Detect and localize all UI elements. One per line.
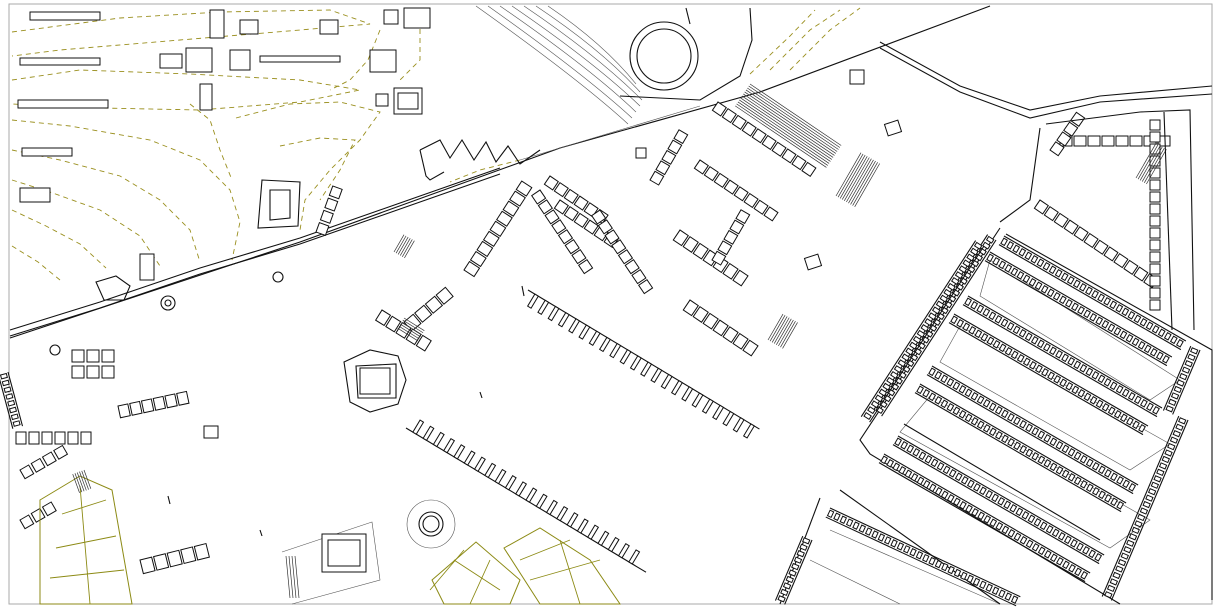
diagonal-road-edge [519,105,701,161]
octagonal-temple [343,349,407,413]
building-blocks [15,101,1171,575]
zigzag-wall [419,138,541,165]
isolated-features [167,69,903,537]
stepped-seating [72,83,1167,494]
gardens [39,475,621,605]
map-frame-border [8,3,1213,605]
round-structure [160,295,176,311]
right-complex-walls [879,41,1213,331]
colonnade-rows [0,234,1201,607]
perimeter-wall-left [9,167,501,337]
rectangular-enclosure [281,521,381,605]
contour-lines [11,7,861,281]
hill-structures [17,7,431,301]
round-temple-bottom [406,499,456,549]
circular-monument [475,5,753,125]
